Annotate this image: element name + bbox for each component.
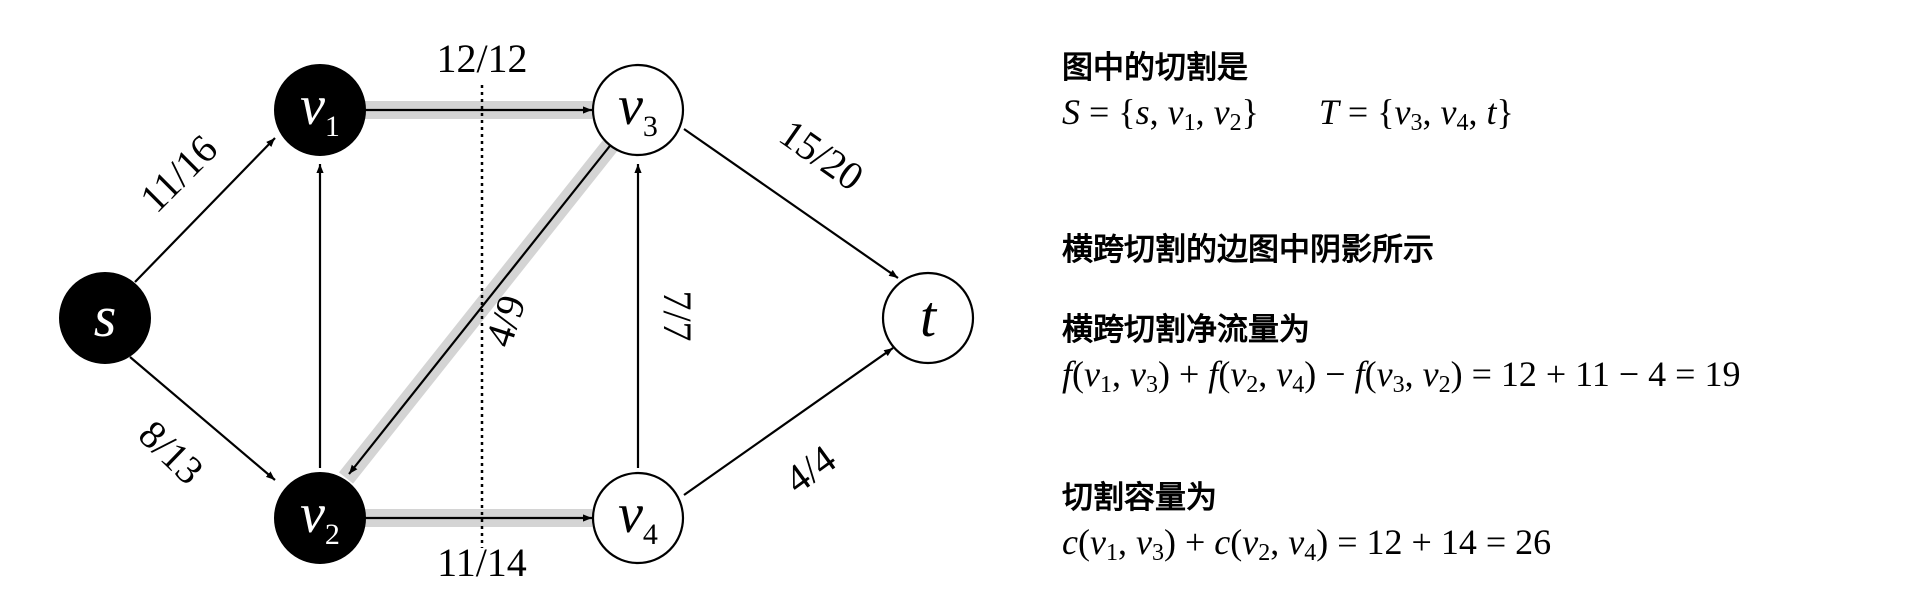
svg-text:v1: v1 xyxy=(300,75,340,143)
capacity-heading: 切割容量为 xyxy=(1062,480,1217,516)
edge-s-v1 xyxy=(134,137,276,283)
svg-text:v3: v3 xyxy=(618,75,658,143)
node-v3-subscript: 3 xyxy=(643,110,658,143)
label-v2-v4: 11/14 xyxy=(437,540,527,585)
net-flow-heading: 横跨切割净流量为 xyxy=(1062,312,1310,348)
set-s: S = {s, v1, v2} xyxy=(1062,92,1259,136)
node-v4: v4 xyxy=(591,471,685,565)
svg-text:v4: v4 xyxy=(618,483,658,551)
node-v3: v3 xyxy=(591,63,685,157)
node-t-label: t xyxy=(920,284,938,349)
node-v2-subscript: 2 xyxy=(325,518,340,551)
explanation-panel: 图中的切割是 S = {s, v1, v2} T = {v3, v4, t} 横跨… xyxy=(1062,0,1902,607)
node-v1-subscript: 1 xyxy=(325,110,340,143)
node-v1: v1 xyxy=(274,64,366,156)
nodes: s v1 v2 v3 v4 xyxy=(59,63,975,565)
edge-labels: 11/16 8/13 12/12 11/14 4/9 7/7 15/20 4/4 xyxy=(130,36,872,585)
label-s-v1: 11/16 xyxy=(131,126,226,221)
node-v2-label: v xyxy=(300,483,325,545)
svg-text:t: t xyxy=(920,284,938,349)
node-v1-label: v xyxy=(300,75,325,137)
set-t: T = {v3, v4, t} xyxy=(1318,92,1514,136)
net-flow-formula: f(v1, v3) + f(v2, v4) − f(v3, v2) = 12 +… xyxy=(1062,354,1741,398)
crossing-edges-note: 横跨切割的边图中阴影所示 xyxy=(1062,232,1434,268)
label-s-v2: 8/13 xyxy=(130,411,212,493)
edges xyxy=(129,106,899,522)
label-v1-v3: 12/12 xyxy=(436,36,527,81)
label-v4-v3: 7/7 xyxy=(655,290,700,341)
flow-network-diagram: 11/16 8/13 12/12 11/14 4/9 7/7 15/20 4/4… xyxy=(59,36,975,585)
edge-v4-t xyxy=(683,347,894,496)
node-t: t xyxy=(881,271,975,365)
cut-edge-highlights xyxy=(338,101,621,527)
label-v4-t: 4/4 xyxy=(776,436,844,502)
node-v2: v2 xyxy=(274,472,366,564)
label-v3-t: 15/20 xyxy=(772,110,872,199)
edge-v3-t xyxy=(683,128,899,279)
edge-s-v2 xyxy=(129,356,276,481)
edge-v3-v2 xyxy=(348,141,614,475)
node-s-label: s xyxy=(94,284,117,349)
node-v3-label: v xyxy=(618,75,643,137)
node-s: s xyxy=(59,272,151,364)
cut-heading: 图中的切割是 xyxy=(1062,50,1248,86)
cut-sets: S = {s, v1, v2} T = {v3, v4, t} xyxy=(1062,90,1514,136)
node-v4-subscript: 4 xyxy=(643,518,658,551)
node-v4-label: v xyxy=(618,483,643,545)
svg-text:v2: v2 xyxy=(300,483,340,551)
capacity-formula: c(v1, v3) + c(v2, v4) = 12 + 14 = 26 xyxy=(1062,522,1552,566)
svg-text:s: s xyxy=(94,284,117,349)
